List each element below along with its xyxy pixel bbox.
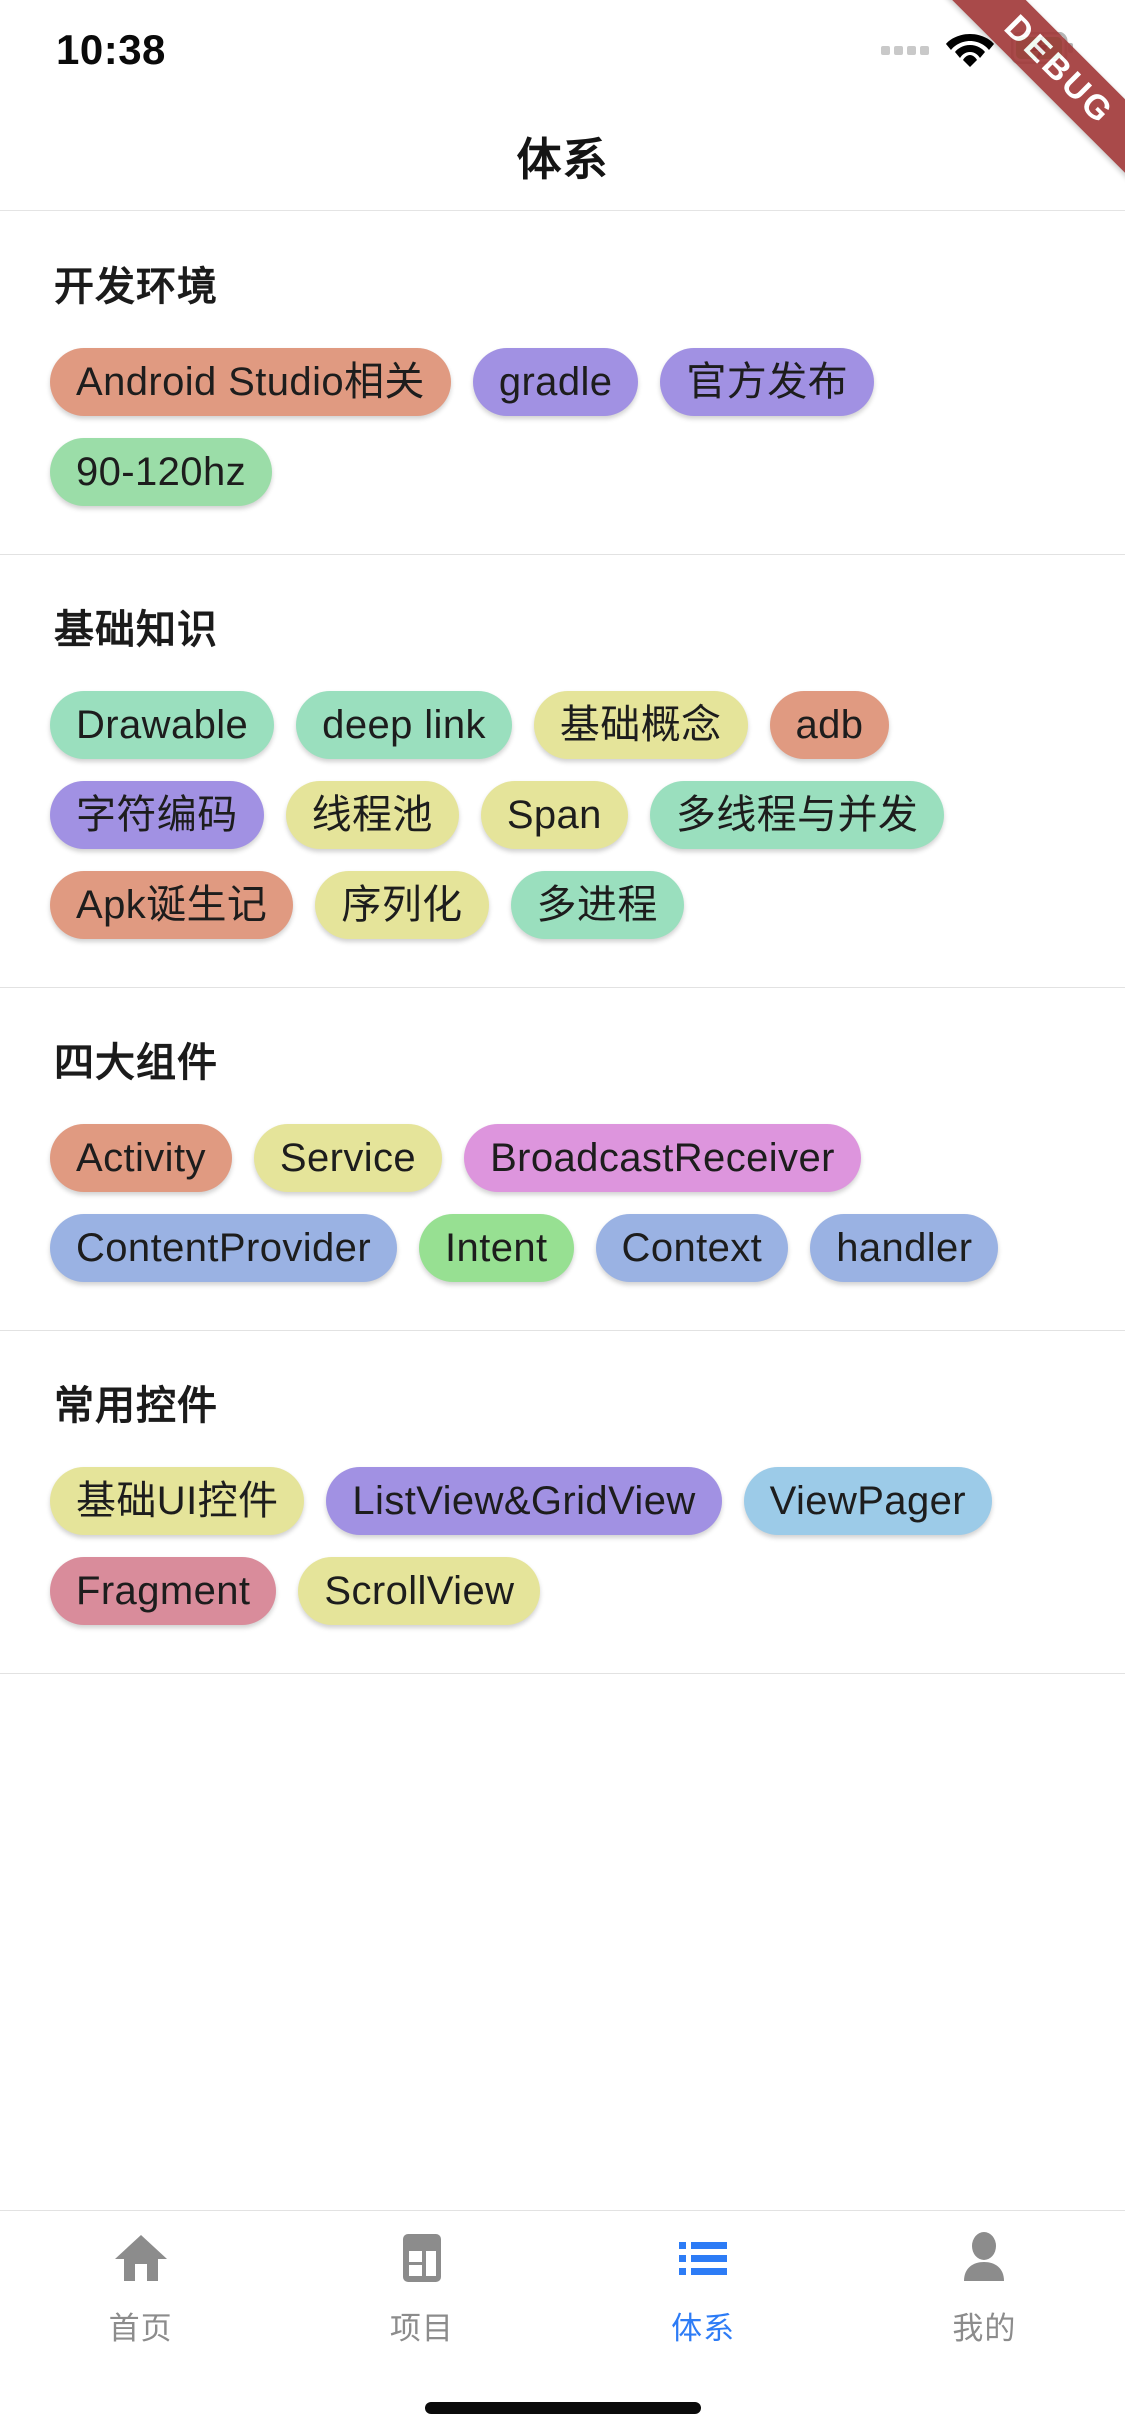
tag-chip[interactable]: 多进程	[510, 871, 684, 939]
nav-item-label: 项目	[389, 2311, 454, 2346]
tag-chip[interactable]: Drawable	[50, 691, 275, 759]
section-list[interactable]: 开发环境 Android Studio相关 gradle 官方发布 90-120hz 基础…	[0, 212, 1125, 2210]
tag-chip[interactable]: 线程池	[285, 781, 459, 849]
tag-chip[interactable]: Context	[595, 1214, 789, 1282]
page-title: 体系	[516, 133, 609, 185]
tag-group: Drawable deep link 基础概念 adb 字符编码线程池 Span 多线程与并…	[0, 681, 1125, 951]
knowledge-section: 基础知识 Drawable deep link 基础概念 adb 字符编码线程池 Span 多…	[0, 555, 1125, 988]
tag-chip[interactable]: Apk诞生记	[50, 871, 294, 939]
home-indicator	[424, 2402, 701, 2414]
tag-chip[interactable]: handler	[810, 1214, 999, 1282]
nav-item-项目[interactable]: 项目	[281, 2227, 562, 2348]
tag-chip[interactable]: 基础UI控件	[50, 1467, 305, 1535]
tag-chip[interactable]: 字符编码	[50, 781, 264, 849]
nav-item-label: 我的	[952, 2311, 1017, 2346]
tag-chip[interactable]: 多线程与并发	[649, 781, 945, 849]
tag-chip[interactable]: BroadcastReceiver	[464, 1124, 861, 1192]
tag-chip[interactable]: 官方发布	[660, 348, 875, 416]
battery-charging-icon	[1010, 31, 1073, 69]
app-bar: 体系	[0, 100, 1125, 211]
tag-chip[interactable]: 序列化	[315, 871, 489, 939]
tag-chip[interactable]: ScrollView	[298, 1557, 541, 1625]
home-icon	[110, 2227, 172, 2289]
tag-chip[interactable]: Android Studio相关	[50, 348, 451, 416]
section-title: 开发环境	[54, 265, 218, 309]
status-bar-indicators	[881, 29, 1073, 72]
tag-chip[interactable]: ContentProvider	[50, 1214, 398, 1282]
knowledge-section: 开发环境 Android Studio相关 gradle 官方发布 90-120hz	[0, 212, 1125, 555]
tag-chip[interactable]: Fragment	[50, 1557, 277, 1625]
status-bar: 10:38 DEBUG	[0, 0, 1125, 195]
section-title: 四大组件	[54, 1041, 218, 1085]
tag-chip[interactable]: gradle	[472, 348, 639, 416]
nav-item-体系[interactable]: 体系	[563, 2227, 844, 2348]
section-title: 基础知识	[54, 608, 218, 652]
tag-chip[interactable]: 基础概念	[533, 691, 748, 759]
tag-chip[interactable]: ListView&GridView	[326, 1467, 722, 1535]
tag-chip[interactable]: Service	[253, 1124, 443, 1192]
nav-item-label: 体系	[671, 2311, 736, 2346]
tag-chip[interactable]: Intent	[419, 1214, 574, 1282]
dashboard-icon	[391, 2227, 453, 2289]
list-icon	[672, 2227, 734, 2289]
section-title: 常用控件	[54, 1384, 218, 1428]
tag-chip[interactable]: ViewPager	[743, 1467, 992, 1535]
tag-chip[interactable]: Activity	[50, 1124, 232, 1192]
tag-chip[interactable]: Span	[480, 781, 628, 849]
status-bar-time: 10:38	[56, 26, 166, 73]
bottom-navigation: 首页 项目 体系 我的	[0, 2210, 1125, 2436]
tag-chip[interactable]: adb	[769, 691, 890, 759]
nav-item-label: 首页	[108, 2311, 173, 2346]
signal-dots-icon	[881, 45, 929, 55]
wifi-icon	[945, 29, 995, 72]
nav-item-我的[interactable]: 我的	[844, 2227, 1125, 2348]
nav-item-首页[interactable]: 首页	[0, 2227, 281, 2348]
person-icon	[953, 2227, 1015, 2289]
tag-group: Android Studio相关 gradle 官方发布 90-120hz	[0, 338, 1125, 518]
tag-chip[interactable]: 90-120hz	[50, 438, 272, 506]
tag-chip[interactable]: deep link	[296, 691, 512, 759]
